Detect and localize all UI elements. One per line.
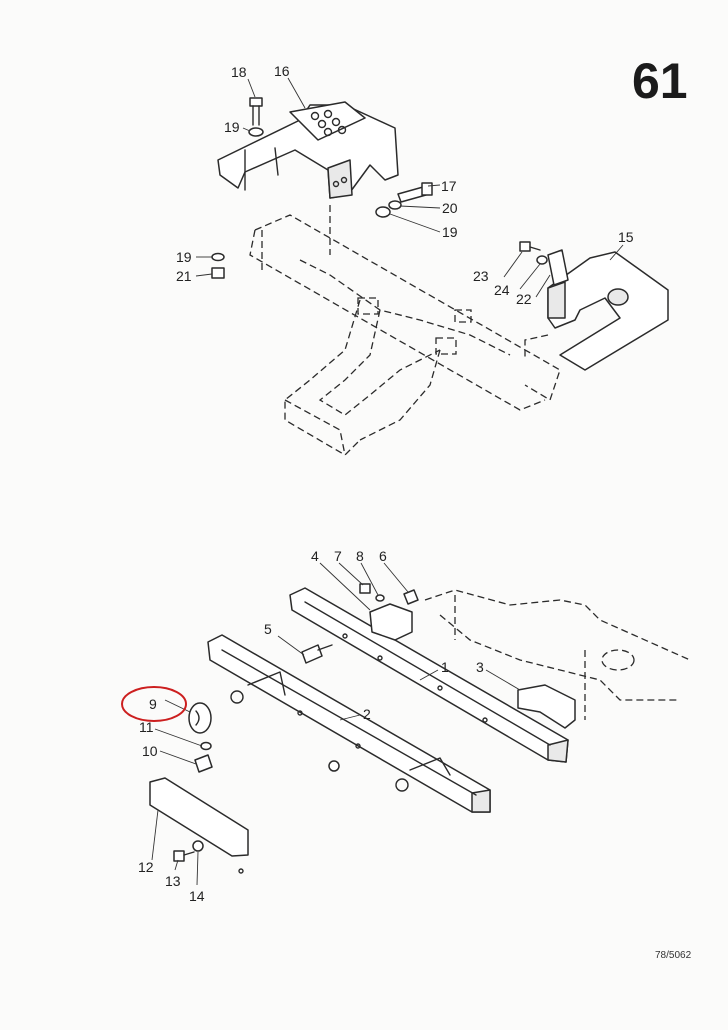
part-5-bolt [301,644,333,664]
part-3-bracket [517,684,576,729]
leader-lines [151,77,624,886]
callout-14: 14 [189,888,205,904]
part-18-bolt [249,97,263,126]
callout-12: 12 [138,859,154,875]
callout-2: 2 [363,706,371,722]
part-14-washer [192,840,204,852]
part-15-rear-bracket [547,251,669,371]
callout-6: 6 [379,548,387,564]
callout-19-upper: 19 [224,119,240,135]
part-7-bolt [359,583,371,594]
bumper-bolt-hole [328,760,340,772]
part-19-washer-upper [248,127,264,137]
part-24-washer [536,255,548,265]
callout-8: 8 [356,548,364,564]
part-19-washer-side [375,206,391,218]
part-23-bolt [519,241,541,252]
bumper-bracket-right [409,757,451,776]
callout-13: 13 [165,873,181,889]
plate-fixing-point [238,868,244,874]
part-16-mounting-bracket [217,101,399,199]
part-21-nut [211,267,225,279]
callout-11: 11 [139,719,154,735]
callout-labels: 18 16 19 17 20 19 19 21 15 23 24 22 4 7 … [138,63,634,904]
callout-20: 20 [442,200,458,216]
callout-19-side: 19 [442,224,458,240]
callout-18: 18 [231,64,247,80]
callout-7: 7 [334,548,342,564]
callout-16: 16 [274,63,290,79]
callout-9: 9 [149,696,157,712]
part-4-bracket [369,603,413,641]
part-12-number-plate [149,777,249,857]
page-number: 61 [632,53,688,109]
callout-3: 3 [476,659,484,675]
part-17-bolt [397,182,433,203]
part-10-bolt [194,754,213,773]
callout-10: 10 [142,743,158,759]
callout-21: 21 [176,268,192,284]
part-6-nut [403,589,419,605]
callout-24: 24 [494,282,510,298]
towing-eye-right [395,778,409,792]
callout-17: 17 [441,178,457,194]
drawing-reference: 78/5062 [655,950,692,961]
part-11-washer [200,741,212,751]
callout-19-left: 19 [176,249,192,265]
bumper-bracket-left [247,671,286,696]
part-9-cap [188,702,212,734]
callout-15: 15 [618,229,634,245]
callout-4: 4 [311,548,319,564]
callout-5: 5 [264,621,272,637]
part-19-washer-left [211,252,225,262]
part-8-washer [375,594,385,602]
callout-23: 23 [473,268,489,284]
part-9-highlight-circle [121,686,187,722]
part-22-plate [547,249,569,286]
callout-22: 22 [516,291,532,307]
lower-chassis-frame-outline [424,589,691,720]
callout-1: 1 [441,659,449,675]
towing-eye-left [230,690,244,704]
part-2-front-bumper [207,634,491,813]
part-20-lock-washer [388,200,402,210]
part-13-bolt [173,850,195,862]
upper-chassis-frame-outline [249,205,561,456]
